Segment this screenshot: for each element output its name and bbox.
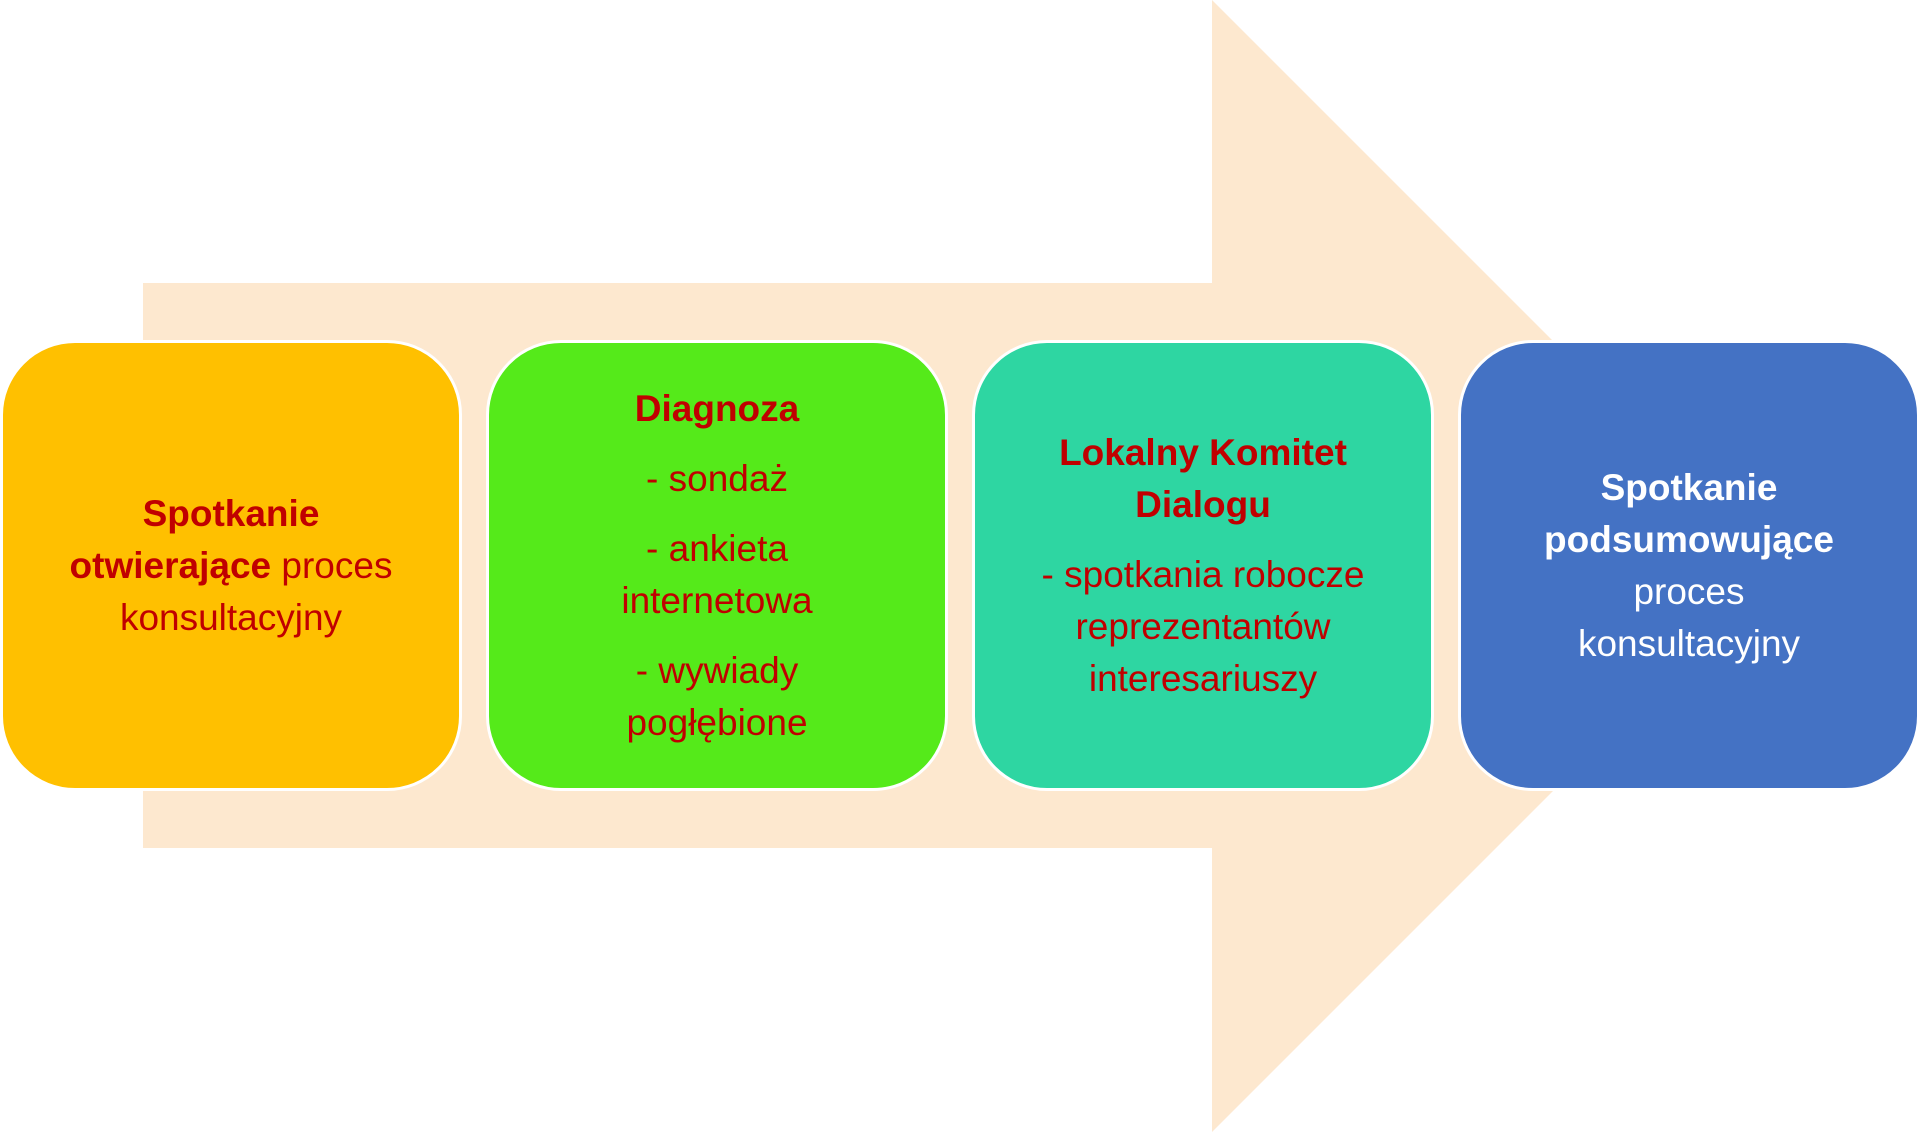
step-text: konsultacyjny (1577, 622, 1801, 664)
step-diagnosis: Diagnoza - sondaż - ankieta internetowa … (486, 340, 948, 791)
step-text: proces (1633, 570, 1745, 612)
arrow-shape (143, 0, 1778, 1132)
step-title: otwierające (69, 544, 272, 586)
step-text: proces (271, 544, 393, 586)
step-local-dialogue-committee: Lokalny Komitet Dialogu - spotkania robo… (972, 340, 1434, 791)
step-item: - wywiady pogłębione (626, 649, 808, 743)
step-title: Spotkanie (142, 492, 320, 534)
step-item: - sondaż (646, 457, 788, 499)
step-text: konsultacyjny (119, 596, 343, 638)
step-summary-meeting: Spotkanie podsumowujące proces konsultac… (1458, 340, 1920, 791)
step-title: podsumowujące (1544, 518, 1834, 560)
step-item: - spotkania robocze reprezentantów inter… (1041, 553, 1365, 699)
step-title: Lokalny Komitet Dialogu (1059, 431, 1347, 525)
step-title: Diagnoza (634, 387, 800, 429)
step-item: - ankieta internetowa (621, 527, 813, 621)
step-title: Spotkanie (1600, 466, 1778, 508)
step-opening-meeting: Spotkanie otwierające proces konsultacyj… (0, 340, 462, 791)
